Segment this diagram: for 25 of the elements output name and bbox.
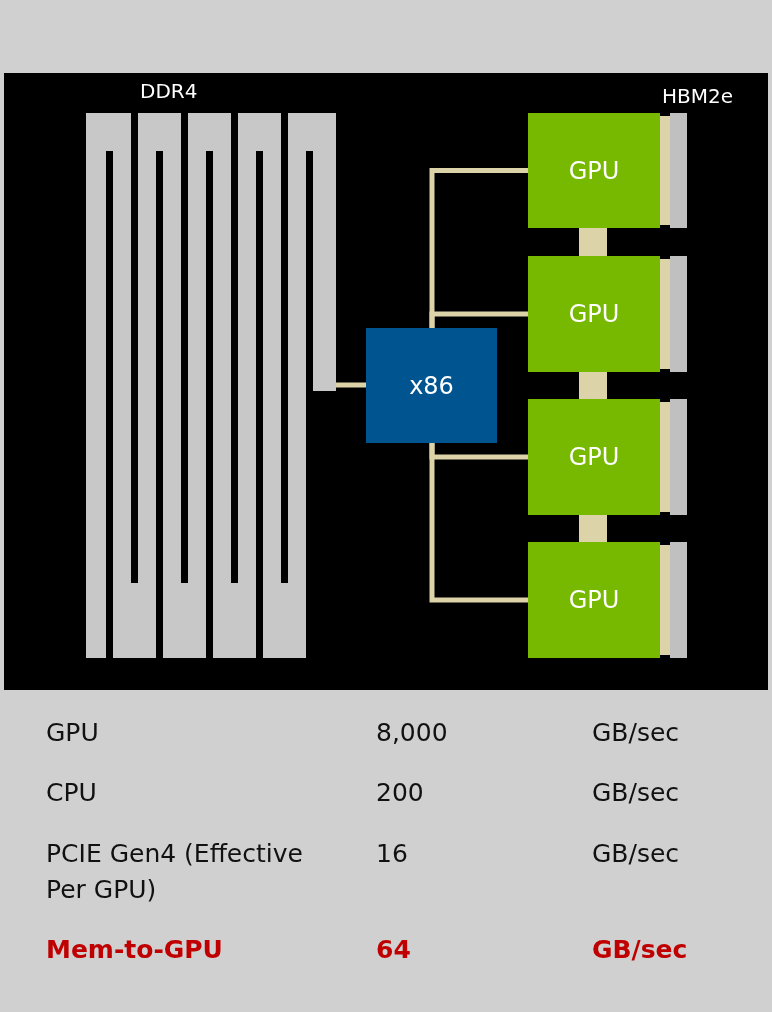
gpu-box: GPU bbox=[528, 256, 660, 372]
table-cell-text: GB/sec bbox=[592, 777, 681, 810]
table-cell-text: 64 bbox=[376, 934, 412, 966]
table-cell-text: Mem-to-GPU bbox=[46, 934, 224, 966]
table-cell-text: 200 bbox=[376, 777, 425, 810]
table-cell-text: 16 bbox=[376, 837, 409, 870]
memory-label: HBM2e bbox=[662, 84, 734, 108]
gpu-link-bar bbox=[579, 515, 607, 542]
connector-line bbox=[429, 443, 528, 603]
table-cell-text: GB/sec bbox=[592, 934, 689, 966]
table-cell-text: GPU bbox=[46, 717, 100, 749]
gpu-box: GPU bbox=[528, 399, 660, 515]
table-cell-text: GB/sec bbox=[592, 837, 681, 870]
table-cell-text: CPU bbox=[46, 777, 98, 810]
cpu-box: x86 bbox=[366, 328, 497, 443]
connector-line bbox=[429, 311, 528, 328]
memory-label: DDR4 bbox=[140, 79, 198, 103]
table-cell-text: GB/sec bbox=[592, 717, 681, 749]
gpu-box: GPU bbox=[528, 542, 660, 658]
gpu-link-bar bbox=[579, 228, 607, 256]
gpu-box: GPU bbox=[528, 113, 660, 228]
connector-line bbox=[336, 382, 366, 388]
gpu-link-bar bbox=[579, 372, 607, 399]
table-cell-text: PCIE Gen4 (Effective Per GPU) bbox=[46, 837, 304, 906]
table-cell-text: 8,000 bbox=[376, 717, 449, 749]
